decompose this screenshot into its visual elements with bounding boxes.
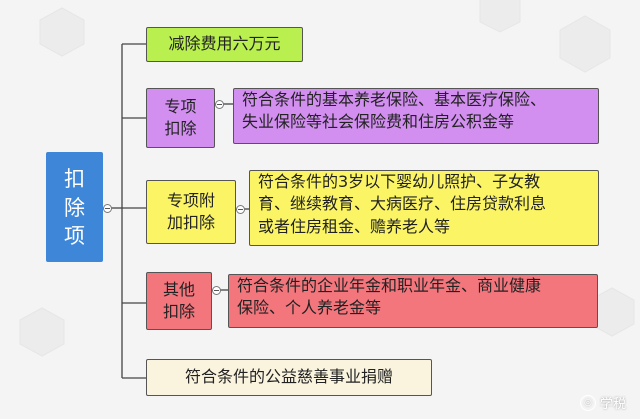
root-line-2: 除 [64, 195, 85, 220]
additional-deduction-collapse-toggle[interactable] [236, 205, 245, 214]
additional-deduction-detail-line-3: 或者住房租金、赡养老人等 [258, 216, 451, 236]
additional-deduction-label-line-2: 加扣除 [166, 213, 215, 232]
additional-deduction-detail-line-2: 育、继续教育、大病医疗、住房贷款利息 [258, 194, 547, 214]
other-deduction-detail-line-2: 保险、个人养老金等 [237, 298, 382, 318]
root-node[interactable]: 扣 除 项 [46, 152, 103, 262]
root-line-1: 扣 [64, 167, 85, 192]
special-deduction-label-line-1: 专项 [164, 96, 197, 116]
watermark-logo-icon: ◎ [579, 394, 596, 411]
other-deduction-label-node[interactable]: 其他 扣除 [146, 272, 212, 330]
special-deduction-detail-line-2: 失业保险等社会保险费和住房公积金等 [242, 112, 515, 132]
additional-deduction-label-node[interactable]: 专项附 加扣除 [146, 180, 236, 244]
basic-deduction-node[interactable]: 减除费用六万元 [146, 27, 303, 62]
root-collapse-toggle[interactable] [103, 204, 112, 213]
charity-donation-node[interactable]: 符合条件的公益慈善事业捐赠 [146, 359, 432, 396]
watermark: ◎ 学税 [579, 393, 626, 412]
other-deduction-label-line-2: 扣除 [162, 302, 195, 321]
other-deduction-label-line-1: 其他 [162, 279, 195, 299]
special-deduction-collapse-toggle[interactable] [215, 100, 224, 109]
special-deduction-detail-node[interactable]: 符合条件的基本养老保险、基本医疗保险、 失业保险等社会保险费和住房公积金等 [233, 88, 599, 144]
other-deduction-detail-line-1: 符合条件的企业年金和职业年金、商业健康 [237, 276, 542, 295]
special-deduction-label-node[interactable]: 专项 扣除 [146, 88, 215, 148]
watermark-text: 学税 [599, 397, 626, 412]
additional-deduction-label-line-1: 专项附 [166, 190, 215, 210]
charity-donation-text: 符合条件的公益慈善事业捐赠 [184, 367, 393, 387]
additional-deduction-detail-node[interactable]: 符合条件的3岁以下婴幼儿照护、子女教 育、继续教育、大病医疗、住房贷款利息 或者… [249, 170, 599, 246]
root-line-3: 项 [64, 224, 85, 249]
special-deduction-label-line-2: 扣除 [164, 119, 197, 138]
special-deduction-detail-line-1: 符合条件的基本养老保险、基本医疗保险、 [242, 90, 547, 109]
other-deduction-collapse-toggle[interactable] [212, 286, 221, 295]
additional-deduction-detail-line-1: 符合条件的3岁以下婴幼儿照护、子女教 [258, 172, 541, 191]
other-deduction-detail-node[interactable]: 符合条件的企业年金和职业年金、商业健康 保险、个人养老金等 [228, 274, 598, 328]
basic-deduction-text: 减除费用六万元 [168, 34, 281, 54]
